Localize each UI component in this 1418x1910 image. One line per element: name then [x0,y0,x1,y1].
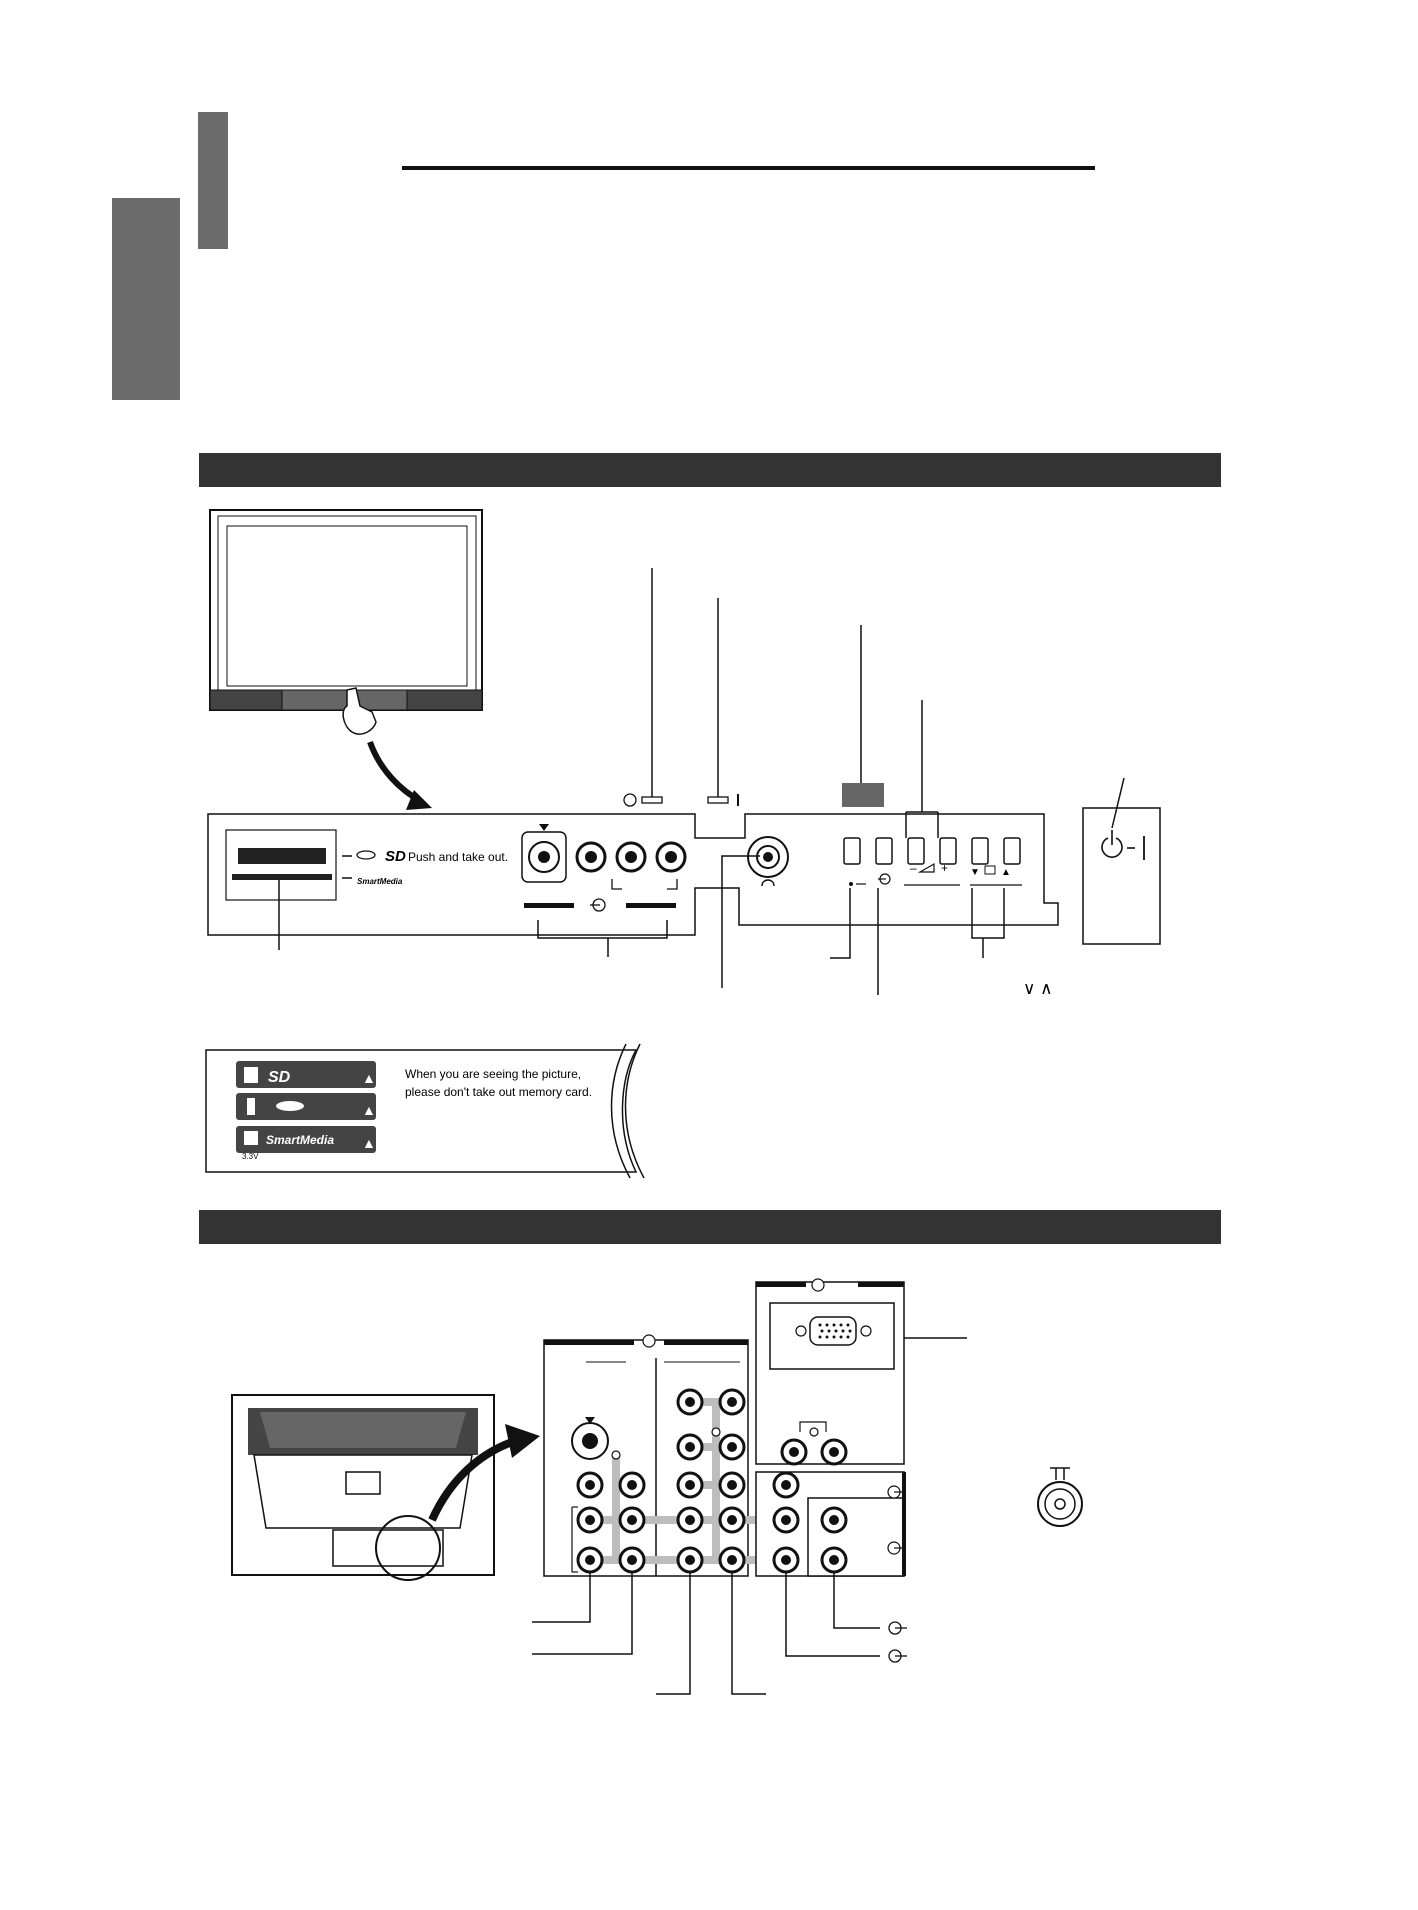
chapter-tab-top [198,112,228,249]
smartmedia-label [236,1126,376,1153]
remote-sensor [842,783,884,807]
front-callout-lines [278,568,1125,995]
rear-connector-panel [543,1278,906,1577]
tv-rear-illustration [231,1394,540,1581]
sd-logo: SD [385,848,406,865]
memory-stick-icon [247,1098,255,1115]
channel-chevrons: ∨ ∧ [1023,979,1053,998]
rear-callout-lines [532,1337,967,1695]
front-buttons: – + ▼ ▲ [843,837,1022,886]
channel-down-button[interactable] [971,837,989,865]
rear-zoom-circle [375,1515,441,1581]
smartmedia-voltage: 3.3V [242,1152,259,1161]
volume-icon [917,862,935,873]
timer-indicator [641,796,663,804]
channel-up-button[interactable] [1003,837,1021,865]
curved-arrow-icon [428,1436,520,1522]
notice-line-2: please don't take out memory card. [405,1085,592,1099]
output-arrow-icon [888,1621,907,1663]
title-rule [402,166,1095,170]
power-icon[interactable] [1101,837,1123,858]
front-control-panel: SD Push and take out. SmartMedia [207,783,1161,945]
power-indicator [707,796,729,804]
card-slot-label: Push and take out. [408,850,508,864]
volume-plus-symbol: + [941,861,948,875]
volume-minus-symbol: – [910,861,917,875]
chapter-tab-side [112,198,180,400]
notice-line-1: When you are seeing the picture, [405,1067,581,1081]
memory-stick-icon [356,850,376,860]
front-av-inputs [521,824,687,912]
card-slot-bay [225,829,337,901]
menu-button[interactable] [843,837,861,865]
section-band-rear [199,1210,1221,1244]
component-jacks[interactable] [676,1388,746,1574]
smartmedia-card-icon [244,1131,258,1145]
card-slot-upper[interactable] [238,848,326,864]
hand-icon [342,687,377,735]
notice-eject-ms: ▲ [362,1102,376,1118]
power-switch-panel [1082,807,1161,945]
input-icon [811,1278,825,1292]
headphone-icon [761,879,775,887]
sd-card-icon [244,1067,258,1083]
notice-sd-logo: SD [268,1069,291,1086]
volume-up-button[interactable] [939,837,957,865]
timer-icon [623,793,637,807]
volume-down-button[interactable] [907,837,925,865]
vga-port-icon[interactable] [809,1316,857,1346]
section-band-front [199,453,1221,487]
notice-smartmedia-logo: SmartMedia [266,1133,334,1147]
card-slot-lower[interactable] [232,874,332,880]
notice-eject-smartmedia: ▲ [362,1135,376,1151]
smartmedia-logo: SmartMedia [357,877,403,886]
sd-card-label [236,1061,376,1088]
card-notice-box: SD ▲ ▲ 3.3V SmartMedia ▲ When you are se… [205,1043,645,1179]
input-select-button[interactable] [875,837,893,865]
antenna-terminal[interactable] [1037,1467,1083,1527]
input-icon [642,1334,656,1348]
notice-eject-sd: ▲ [362,1070,376,1086]
memory-stick-label [236,1093,376,1120]
channel-up-symbol: ▲ [1001,867,1011,878]
rca-jack-icon[interactable] [576,1471,646,1574]
tv-front-illustration [209,509,483,810]
channel-down-symbol: ▼ [970,867,980,878]
